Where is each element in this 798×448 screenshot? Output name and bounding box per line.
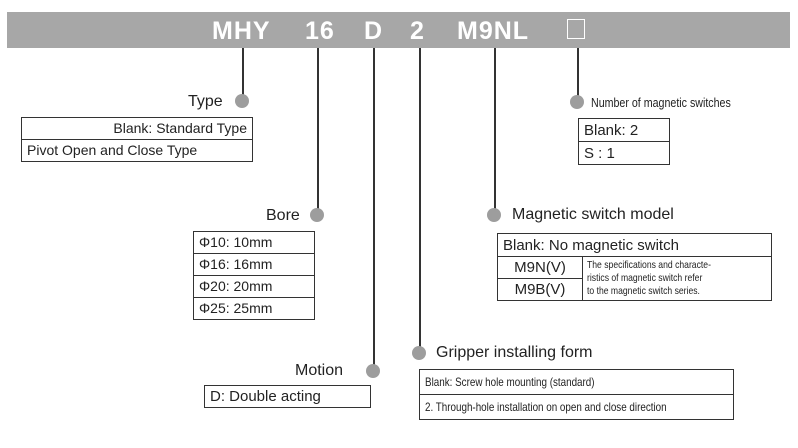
mounting-connector bbox=[419, 48, 421, 353]
bore-option-16: Φ16: 16mm bbox=[193, 253, 315, 276]
bore-label: Bore bbox=[266, 207, 300, 224]
bore-dot bbox=[310, 208, 324, 222]
switch-model-note: The specifications and characte- ristics… bbox=[582, 256, 772, 301]
switch-count-dot bbox=[570, 95, 584, 109]
model-code-banner bbox=[7, 12, 790, 48]
motion-option-double: D: Double acting bbox=[204, 385, 371, 408]
mounting-option-through-hole: 2. Through-hole installation on open and… bbox=[425, 399, 667, 414]
mounting-option-blank: Blank: Screw hole mounting (standard) bbox=[425, 374, 595, 389]
motion-options-table: D: Double acting bbox=[204, 385, 371, 408]
motion-label: Motion bbox=[295, 362, 344, 379]
switch-model-label: Magnetic switch model bbox=[512, 206, 674, 223]
type-dot bbox=[235, 94, 249, 108]
code-bore: 16 bbox=[305, 17, 335, 45]
motion-connector bbox=[373, 48, 375, 371]
bore-options-table: Φ10: 10mm Φ16: 16mm Φ20: 20mm Φ25: 25mm bbox=[193, 231, 315, 320]
mounting-dot bbox=[412, 346, 426, 360]
switch-model-note-line-3: to the magnetic switch series. bbox=[587, 285, 700, 297]
switch-count-label: Number of magnetic switches bbox=[591, 95, 731, 110]
bore-option-25: Φ25: 25mm bbox=[193, 297, 315, 320]
switch-count-option-blank: Blank: 2 bbox=[578, 118, 670, 142]
switch-count-connector bbox=[577, 48, 579, 69]
code-series: MHY bbox=[212, 17, 271, 45]
type-label: Type bbox=[188, 93, 223, 110]
switch-model-m9n: M9N(V) bbox=[497, 256, 583, 279]
switch-count-table: Blank: 2 S : 1 bbox=[578, 118, 670, 165]
code-switch: M9NL bbox=[457, 17, 530, 45]
switch-model-connector bbox=[494, 48, 496, 216]
switch-model-note-line-1: The specifications and characte- bbox=[587, 259, 711, 271]
code-switch-count-box bbox=[567, 19, 585, 39]
type-option-blank: Blank: Standard Type bbox=[21, 117, 253, 140]
motion-dot bbox=[366, 364, 380, 378]
switch-model-header: Blank: No magnetic switch bbox=[497, 233, 772, 257]
type-connector bbox=[242, 48, 244, 101]
mounting-label: Gripper installing form bbox=[436, 344, 593, 361]
code-mounting: 2 bbox=[410, 17, 425, 45]
bore-option-10: Φ10: 10mm bbox=[193, 231, 315, 254]
switch-count-connector-lower bbox=[577, 69, 579, 102]
type-option-pivot: Pivot Open and Close Type bbox=[21, 139, 253, 162]
code-motion: D bbox=[364, 17, 384, 45]
switch-model-table: Blank: No magnetic switch M9N(V) The spe… bbox=[497, 233, 772, 301]
switch-model-note-line-2: ristics of magnetic switch refer bbox=[587, 272, 703, 284]
mounting-options-table: Blank: Screw hole mounting (standard) 2.… bbox=[419, 369, 734, 420]
bore-connector bbox=[317, 48, 319, 216]
bore-option-20: Φ20: 20mm bbox=[193, 275, 315, 298]
switch-model-m9b: M9B(V) bbox=[497, 278, 583, 301]
switch-model-dot bbox=[487, 208, 501, 222]
type-options-table: Blank: Standard Type Pivot Open and Clos… bbox=[21, 117, 253, 162]
switch-count-option-s: S : 1 bbox=[578, 141, 670, 165]
